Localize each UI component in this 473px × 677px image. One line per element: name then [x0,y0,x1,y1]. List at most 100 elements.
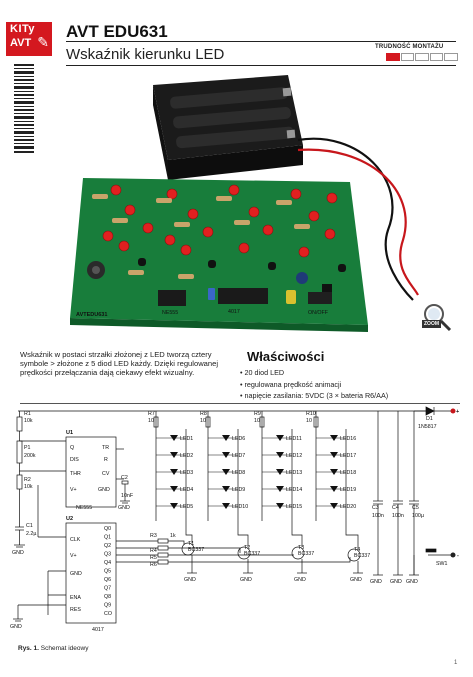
led-label: LED13 [286,470,302,476]
u2-pin-label: CO [104,611,112,617]
supply-plus-label: + [456,409,459,415]
caption-text: Schemat ideowy [40,645,89,652]
led-array [156,435,346,509]
led-label: LED1 [180,436,193,442]
pcb-label-ne555: NE555 [162,310,178,316]
schem-c4-label: C4 [392,505,399,511]
kity-avt-logo: KITy AVT ✎ [6,22,52,56]
kit-photo: NE555 4017 AVTEDU631 ON/OFF [70,75,419,332]
u1-pin-r: R [104,457,108,463]
schem-r9-value: 10 [254,418,260,424]
led-label: LED9 [232,487,245,493]
caption-prefix: Rys. 1. [18,645,39,652]
section-divider [20,403,460,404]
schem-p1-label: P1 [24,445,31,451]
led-label: LED3 [180,470,193,476]
gnd-label: GND [350,577,362,583]
difficulty-segment [429,53,444,61]
u1-pin-vplus: V+ [70,487,77,493]
features-title: Właściwości [247,349,325,364]
gnd-label: GND [294,577,306,583]
u2-pin-label: Q1 [104,535,111,541]
kit-description: Wskaźnik w postaci strzałki złożonej z L… [20,350,219,377]
logo-pen-icon: ✎ [37,34,49,50]
page-title: AVT EDU631 [66,22,168,41]
schem-c1-value: 2.2µ [26,531,36,537]
led-label: LED5 [180,504,193,510]
zoom-label[interactable]: ZOOM [422,320,441,328]
pcb-label-onoff: ON/OFF [308,310,329,316]
schem-c2-value: 10nF [121,493,134,499]
pcb-label-4017: 4017 [228,309,240,315]
schem-t3-part: BC337 [298,551,314,557]
schem-r7-value: 10 [148,418,154,424]
schem-c5-label: C5 [412,505,419,511]
schem-t1-label: T1 [188,541,194,547]
schem-r10-value: 10 [306,418,312,424]
led-label: LED11 [286,436,302,442]
schem-r2-label: R2 [24,477,31,483]
u2-pin-label: Q0 [104,526,111,532]
circuit-schematic: R1 10k P1 200k R2 10k C1 2.2µ U1 Q DIS T… [10,406,459,633]
schem-c1-label: C1 [26,523,33,529]
schem-d1-label: D1 [426,416,433,422]
schem-r8-label: R8 [200,411,207,417]
gnd-label: GND [240,577,252,583]
u1-pin-thr: THR [70,471,81,477]
difficulty-segment [386,53,400,61]
gnd-label: GND [390,579,402,585]
pcb-board: NE555 4017 AVTEDU631 ON/OFF [70,178,368,332]
led-label: LED4 [180,487,193,493]
gnd-label: GND [118,505,130,511]
pcb-board-label: AVTEDU631 [76,312,107,318]
schem-r1-label: R1 [24,411,31,417]
difficulty-segment [444,53,458,61]
led-label: LED20 [340,504,356,510]
led-label: LED10 [232,504,248,510]
led-label: LED18 [340,470,356,476]
schem-r4-label: R4 [150,548,157,554]
u1-pin-q: Q [70,445,74,451]
schem-r6-label: R6 [150,562,157,568]
schem-r1-value: 10k [24,418,33,424]
header-rule-bottom [66,65,456,66]
gnd-label: GND [406,579,418,585]
u2-pin-label: Q2 [104,543,111,549]
feature-item: napięcie zasilania: 5VDC (3 × bateria R6… [240,390,460,402]
schem-r7-label: R7 [148,411,155,417]
u1-pin-cv: CV [102,471,110,477]
u2-pin-label: Q3 [104,552,111,558]
header-rule-top [66,41,456,42]
page-subtitle: Wskaźnik kierunku LED [66,46,225,63]
zoom-icon[interactable] [420,302,454,332]
logo-line2: AVT [10,37,32,49]
schem-sw1-label: SW1 [436,561,448,567]
page-number: 1 [454,660,458,666]
logo-line1: KITy [10,23,36,35]
u1-pin-dis: DIS [70,457,79,463]
feature-item: regulowana prędkość animacji [240,379,460,391]
led-label: LED16 [340,436,356,442]
u2-pin-vplus: V+ [70,553,77,559]
gnd-label: GND [12,550,24,556]
schem-t4-label: T4 [354,547,360,553]
schem-c3-value: 100n [372,513,384,519]
schem-t4-part: BC337 [354,553,370,559]
gnd-label: GND [370,579,382,585]
u2-pin-label: Q8 [104,594,111,600]
led-label: LED2 [180,453,193,459]
schem-t1-part: BC337 [188,547,204,553]
u1-part: NE555 [76,505,92,511]
schem-u1-label: U1 [66,430,73,436]
gnd-label: GND [10,624,22,630]
led-label: LED17 [340,453,356,459]
schem-u2-label: U2 [66,516,73,522]
u2-pin-label: Q5 [104,569,111,575]
schem-t2-part: BC337 [244,551,260,557]
schem-d1-part: 1N5817 [418,424,437,430]
features-list: 20 diod LED regulowana prędkość animacji… [240,367,460,402]
supply-minus-label: - [457,553,459,559]
gnd-label: GND [184,577,196,583]
difficulty-segment [415,53,429,61]
led-label: LED12 [286,453,302,459]
